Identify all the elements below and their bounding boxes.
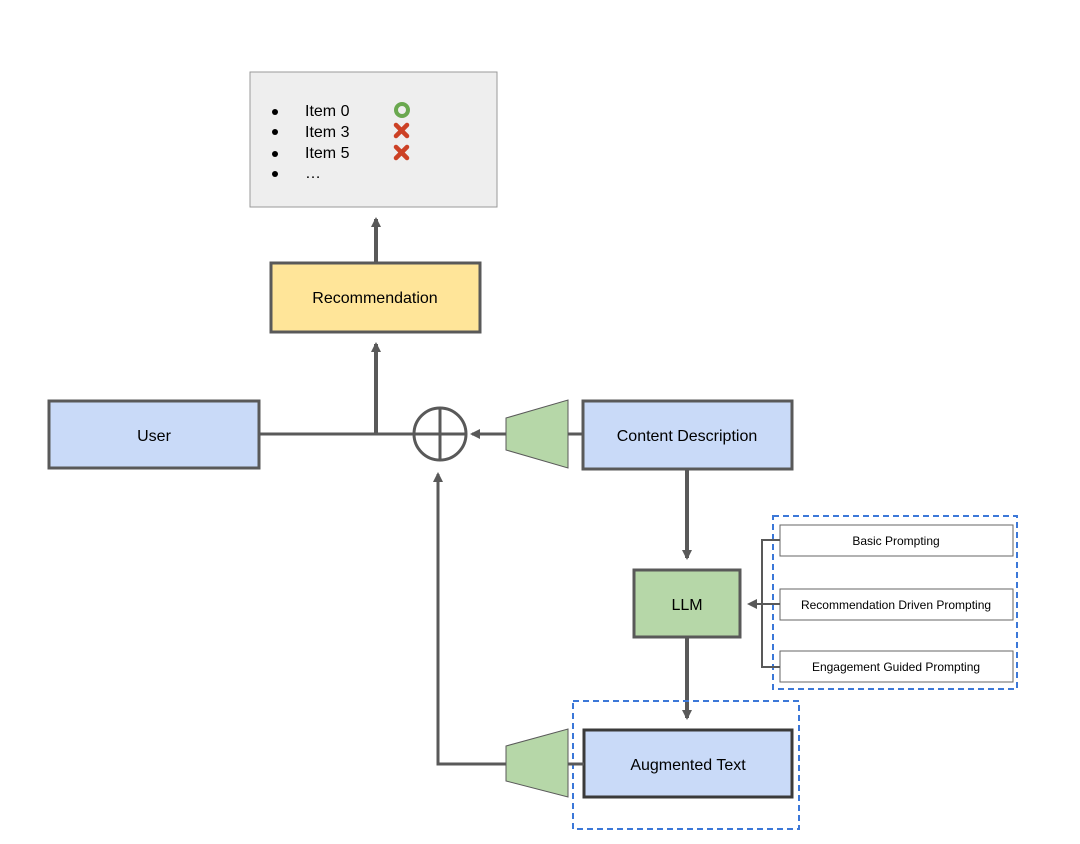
result-item-label: Item 3	[305, 124, 350, 141]
prompting-method-label: Basic Prompting	[852, 534, 939, 548]
circle-icon	[394, 102, 410, 118]
augmented-text-node: Augmented Text	[582, 728, 794, 799]
combine-operator-icon	[412, 406, 468, 462]
prompting-method-box	[779, 524, 1014, 557]
prompting-methods-group: Basic Prompting Recommendation Driven Pr…	[747, 515, 1018, 690]
prompting-method-label: Engagement Guided Prompting	[812, 660, 980, 674]
results-panel: Item 0 Item 3 Item 5 …	[249, 71, 498, 208]
content-description-node: Content Description	[581, 399, 794, 471]
cross-icon	[393, 144, 410, 161]
bullet-item-3	[272, 171, 278, 177]
cross-icon	[393, 122, 410, 139]
recommendation-label: Recommendation	[312, 290, 437, 307]
result-item-label: Item 0	[305, 103, 350, 120]
result-item-label: …	[305, 165, 321, 182]
arrow-augmented-to-combiner	[433, 472, 506, 766]
prompting-method-box	[779, 588, 1014, 621]
prompting-method-box	[779, 650, 1014, 683]
llm-label: LLM	[671, 597, 702, 614]
result-item-label: Item 5	[305, 145, 350, 162]
user-node: User	[47, 399, 261, 470]
llm-node: LLM	[632, 568, 742, 639]
bullet-item-2	[272, 151, 278, 157]
augmented-text-label: Augmented Text	[630, 757, 746, 774]
content-description-label: Content Description	[617, 428, 758, 445]
content-encoder-trapezoid	[505, 399, 569, 469]
augmented-encoder-trapezoid	[505, 728, 569, 798]
user-label: User	[137, 428, 171, 445]
prompting-method-label: Recommendation Driven Prompting	[801, 598, 991, 612]
recommendation-node: Recommendation	[269, 261, 482, 334]
bullet-item-1	[272, 129, 278, 135]
bullet-item-0	[272, 109, 278, 115]
